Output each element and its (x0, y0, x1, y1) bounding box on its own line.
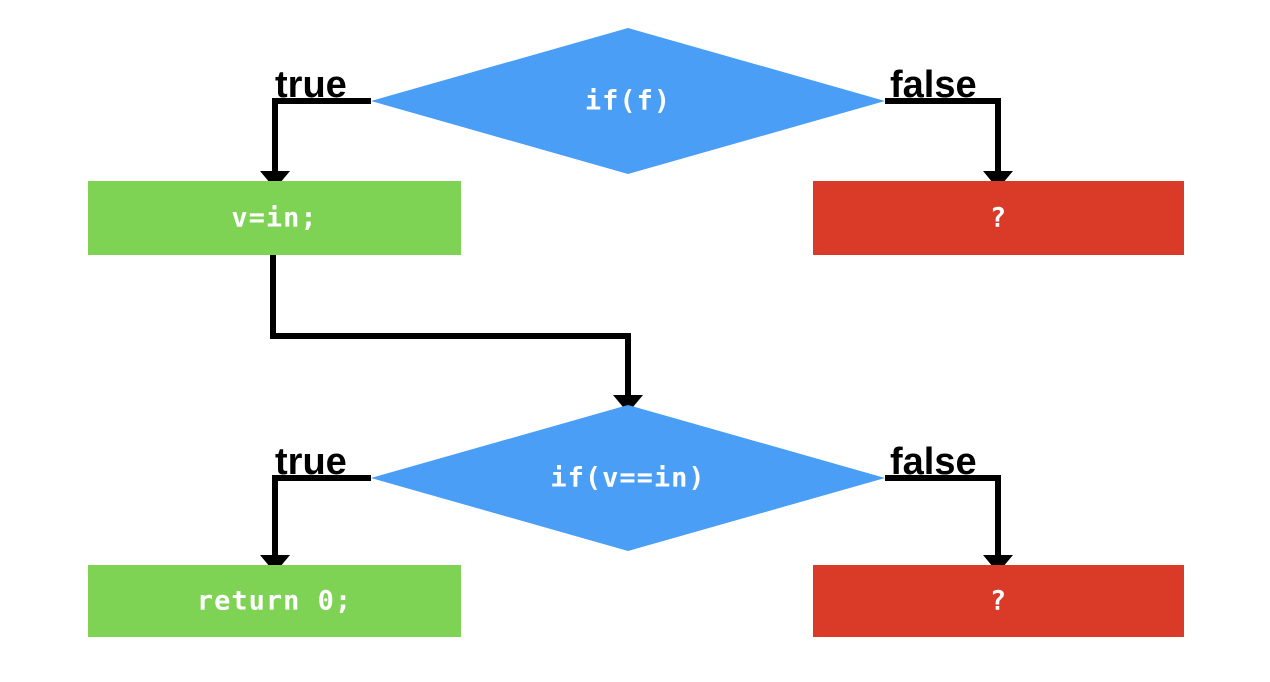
node-decision-if-v-eq-in[interactable]: if(v==in) (371, 405, 885, 551)
unknown-rect-shape (813, 565, 1184, 637)
edge-if-f-false (885, 98, 1001, 173)
arrowhead-group (260, 171, 1013, 573)
arrow-icon-to-unknown-top (983, 171, 1013, 189)
unknown-label-top: ? (990, 203, 1007, 234)
unknown-label-bottom: ? (990, 586, 1007, 617)
branch-label-group: true false true false (275, 64, 977, 483)
node-decision-if-f[interactable]: if(f) (371, 28, 885, 174)
branch-label-false-lower: false (890, 441, 977, 483)
edge-if-v-eq-in-false (885, 475, 1001, 557)
process-label-v-assign-in: v=in; (231, 203, 317, 234)
process-rect-shape (88, 565, 461, 637)
node-unknown-top[interactable]: ? (813, 181, 1184, 255)
decision-label-if-v-eq-in: if(v==in) (550, 463, 705, 494)
node-process-v-assign-in[interactable]: v=in; (88, 181, 461, 255)
arrow-icon-to-unknown-bottom (983, 555, 1013, 573)
node-unknown-bottom[interactable]: ? (813, 565, 1184, 637)
edge-if-v-eq-in-true (272, 475, 371, 557)
decision-label-if-f: if(f) (585, 86, 671, 117)
arrow-icon-to-v-assign (260, 171, 290, 189)
arrow-icon-to-return-zero (260, 555, 290, 573)
decision-diamond-shape (371, 28, 885, 174)
arrow-icon-to-decision-two (613, 395, 643, 413)
edge-v-assign-to-decision (270, 255, 631, 397)
branch-label-false-upper: false (890, 64, 977, 106)
edge-group (270, 98, 1001, 557)
branch-label-true-upper: true (275, 64, 347, 106)
edge-if-f-true (272, 98, 371, 173)
unknown-rect-shape (813, 181, 1184, 255)
branch-label-true-lower: true (275, 441, 347, 483)
process-rect-shape (88, 181, 461, 255)
decision-diamond-shape (371, 405, 885, 551)
process-label-return-zero: return 0; (197, 586, 352, 617)
node-process-return-zero[interactable]: return 0; (88, 565, 461, 637)
